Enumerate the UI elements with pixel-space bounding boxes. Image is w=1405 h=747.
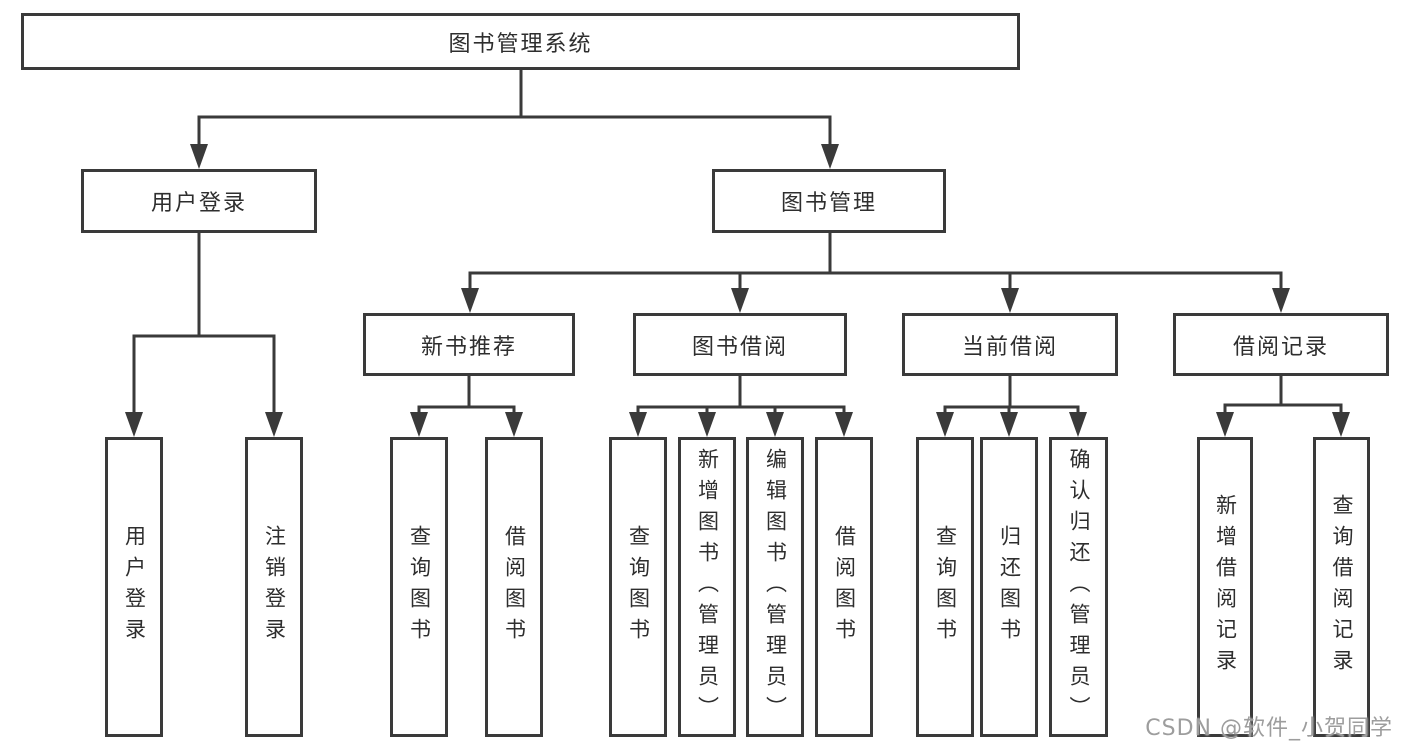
connector-edges (132, 68, 1343, 418)
node-user-login: 用户登录 (81, 169, 317, 233)
node-current-borrowing: 当前借阅 (902, 313, 1118, 376)
node-book-borrowing: 图书借阅 (633, 313, 847, 376)
leaf-query-books-borrowing: 查询图书 (609, 437, 667, 737)
leaf-borrow-books-recommend: 借阅图书 (485, 437, 543, 737)
node-book-management-system: 图书管理系统 (21, 13, 1020, 70)
leaf-query-books-recommend: 查询图书 (390, 437, 448, 737)
leaf-edit-books-admin: 编辑图书（管理员） (746, 437, 804, 737)
leaf-return-books: 归还图书 (980, 437, 1038, 737)
node-new-book-recommendation: 新书推荐 (363, 313, 575, 376)
csdn-watermark: CSDN @软件_小贺同学 (1145, 716, 1393, 741)
leaf-logout: 注销登录 (245, 437, 303, 737)
node-book-management: 图书管理 (712, 169, 946, 233)
leaf-query-books-current: 查询图书 (916, 437, 974, 737)
leaf-query-borrow-record: 查询借阅记录 (1313, 437, 1370, 737)
leaf-confirm-return-admin: 确认归还（管理员） (1049, 437, 1108, 737)
leaf-add-borrow-record: 新增借阅记录 (1197, 437, 1253, 737)
arrowheads (125, 144, 1350, 437)
leaf-borrow-books: 借阅图书 (815, 437, 873, 737)
leaf-user-login: 用户登录 (105, 437, 163, 737)
node-borrowing-records: 借阅记录 (1173, 313, 1389, 376)
leaf-add-books-admin: 新增图书（管理员） (678, 437, 736, 737)
